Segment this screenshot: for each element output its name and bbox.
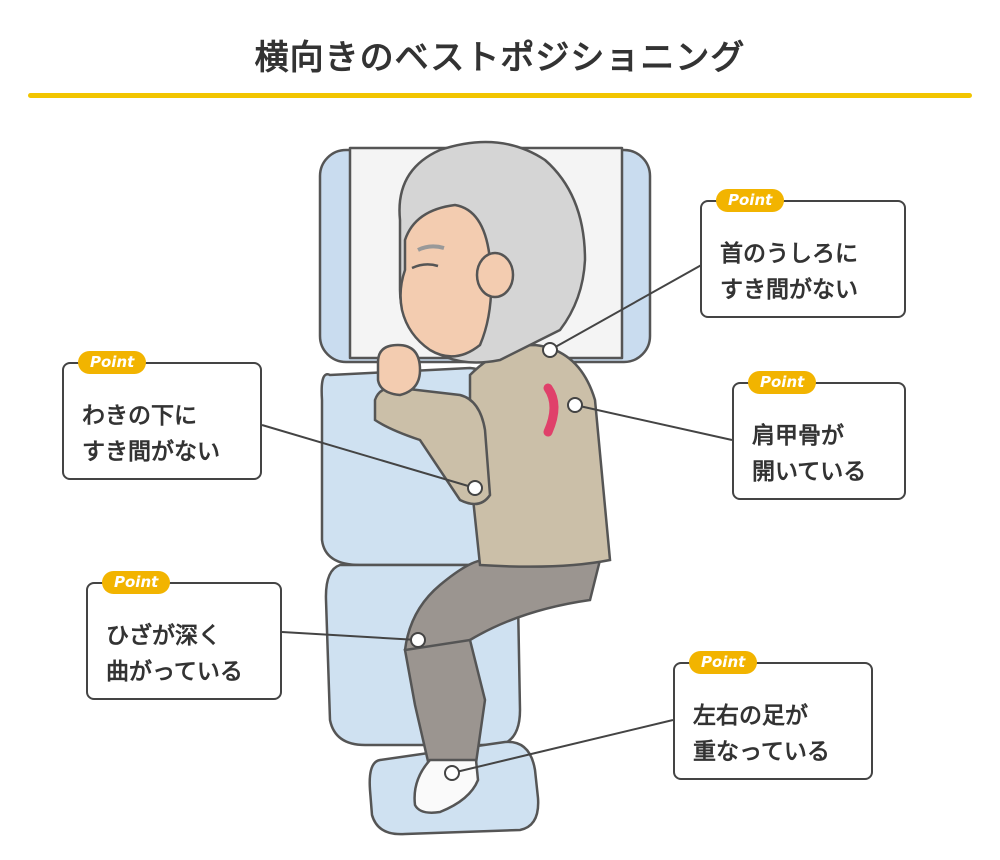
callout-scapula: Point 肩甲骨が 開いている bbox=[732, 371, 906, 500]
point-badge: Point bbox=[78, 351, 147, 374]
sweater bbox=[468, 343, 612, 568]
callout-feet: Point 左右の足が 重なっている bbox=[673, 651, 873, 780]
point-badge: Point bbox=[716, 189, 785, 212]
callout-text: わきの下に すき間がない bbox=[82, 403, 220, 465]
callout-text: 首のうしろに すき間がない bbox=[720, 241, 858, 303]
callout-text: 左右の足が 重なっている bbox=[693, 703, 830, 765]
foot bbox=[413, 758, 480, 814]
page-title: 横向きのベストポジショニング bbox=[254, 38, 746, 78]
title-underline bbox=[28, 93, 972, 98]
callout-knee: Point ひざが深く 曲がっている bbox=[86, 571, 282, 700]
callout-armpit: Point わきの下に すき間がない bbox=[62, 351, 262, 480]
point-badge: Point bbox=[102, 571, 171, 594]
head bbox=[398, 140, 587, 364]
callout-text: ひざが深く 曲がっている bbox=[106, 623, 243, 685]
point-badge: Point bbox=[748, 371, 817, 394]
scapula-mark bbox=[543, 383, 559, 437]
point-badge: Point bbox=[689, 651, 758, 674]
leader-lines bbox=[261, 262, 733, 781]
callout-text: 肩甲骨が 開いている bbox=[752, 423, 867, 485]
hand bbox=[376, 343, 422, 397]
callout-neck: Point 首のうしろに すき間がない bbox=[700, 189, 906, 318]
lower-leg bbox=[403, 638, 487, 772]
